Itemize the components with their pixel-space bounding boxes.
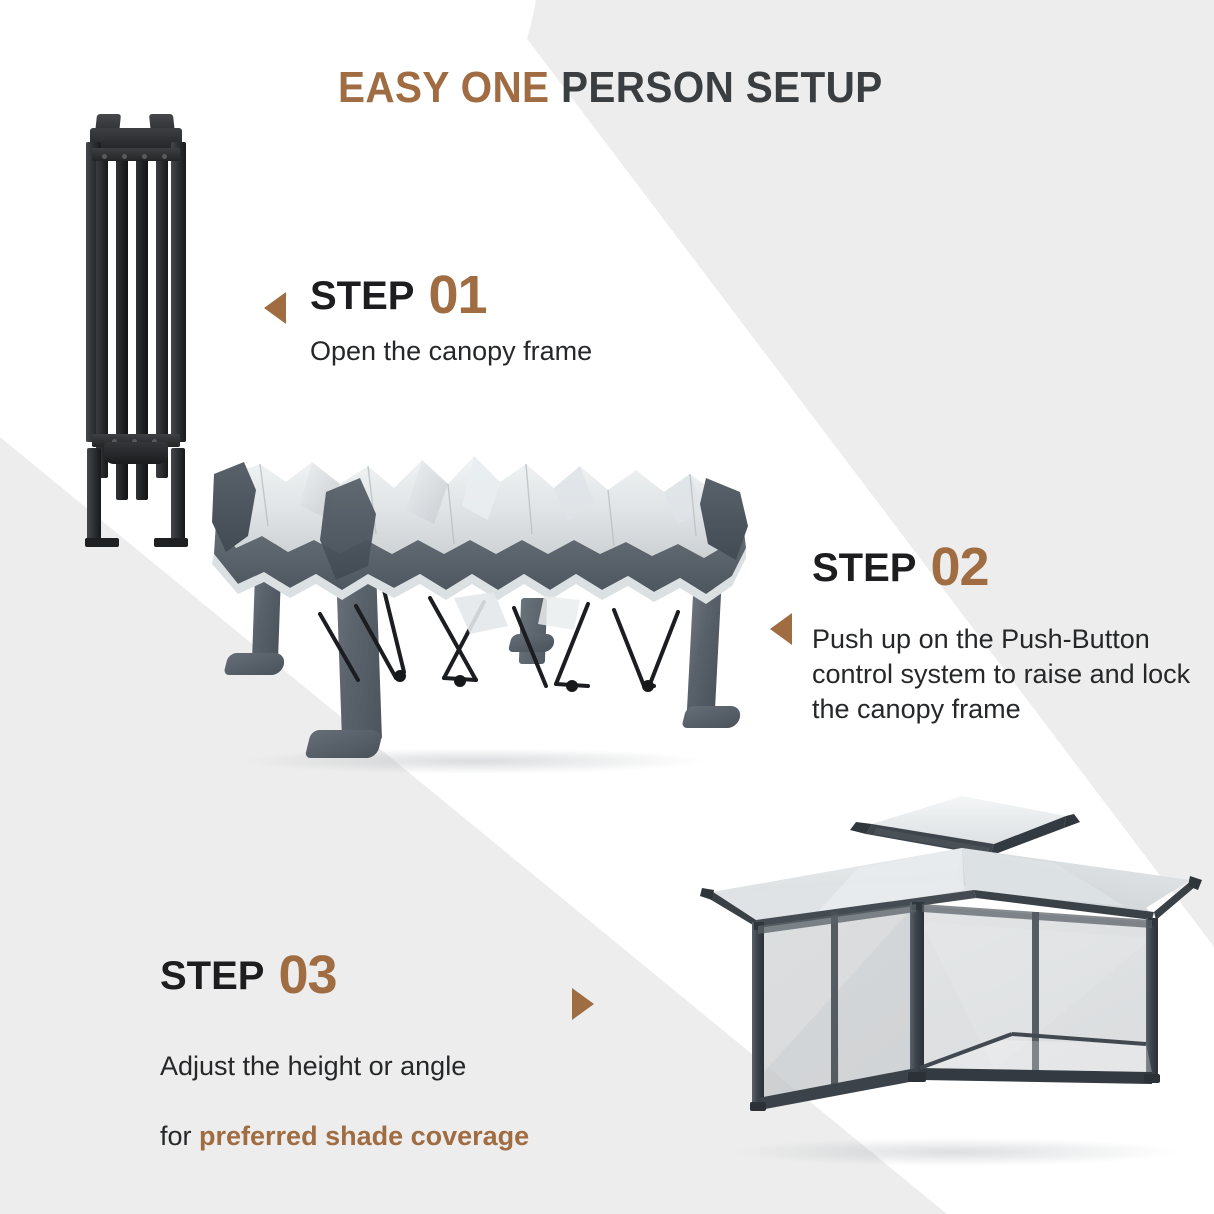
frame-rivet <box>102 154 107 159</box>
step-02-description: Push up on the Push-Button control syste… <box>812 624 1191 725</box>
step-02-block: STEP 02 Push up on the Push-Button contro… <box>812 540 1190 727</box>
step-03-description-line-1: Adjust the height or angle <box>160 1051 467 1082</box>
step-02-number: 02 <box>930 537 989 597</box>
step-01-description: Open the canopy frame <box>310 336 593 366</box>
frame-center-hub <box>104 442 168 464</box>
step-01-label: STEP <box>310 274 415 318</box>
half-open-gazebo-image <box>208 448 748 788</box>
step-02-label: STEP <box>812 546 917 590</box>
frame-foot-right <box>154 538 188 547</box>
step-01-heading: STEP 01 <box>310 268 592 322</box>
page-title-plain: PERSON SETUP <box>549 63 883 112</box>
step-03-heading: STEP 03 <box>160 948 529 1002</box>
frame-rivet <box>112 439 117 444</box>
frame-rivet <box>132 439 137 444</box>
step-02-heading: STEP 02 <box>812 540 1190 594</box>
step-03-arrow-triangle-right-icon <box>572 988 594 1020</box>
frame-pole-2 <box>116 152 128 500</box>
frame-outer-pole-right <box>171 142 186 442</box>
half-gazebo-draped-canopy <box>212 456 748 634</box>
frame-pole-3 <box>136 152 148 500</box>
step-01-number: 01 <box>428 265 487 325</box>
half-gazebo-foot-bag-left <box>223 653 287 675</box>
frame-rivet <box>122 154 127 159</box>
frame-rivet <box>162 154 167 159</box>
half-gazebo-foot-bag-front <box>304 730 384 758</box>
half-gazebo-foot-bag-right <box>681 706 743 728</box>
folded-canopy-frame-image <box>84 112 188 547</box>
full-gazebo-ground-shadow <box>734 1138 1174 1166</box>
page-title-accent: EASY ONE <box>338 63 550 112</box>
frame-foot-left <box>85 538 119 547</box>
full-gazebo-drawing <box>700 796 1202 1111</box>
frame-rivet <box>152 439 157 444</box>
step-03-description-highlight: preferred shade coverage <box>199 1121 530 1152</box>
step-03-description-prefix: for <box>160 1121 200 1152</box>
step-03-description: Adjust the height or angle for preferred… <box>160 1014 529 1189</box>
assembled-gazebo-with-mesh-image <box>694 772 1210 1172</box>
step-01-arrow-triangle-left-icon <box>264 292 286 324</box>
step-03-number: 03 <box>278 945 337 1005</box>
step-03-block: STEP 03 Adjust the height or angle for pr… <box>160 948 529 1189</box>
frame-brace-top <box>92 148 180 161</box>
frame-rivet <box>142 154 147 159</box>
frame-leg-left <box>87 448 101 544</box>
step-01-block: STEP 01 Open the canopy frame <box>310 268 592 369</box>
frame-pole-1 <box>96 152 108 478</box>
frame-pole-4 <box>156 152 168 478</box>
step-03-label: STEP <box>160 954 265 998</box>
step-02-arrow-triangle-left-icon <box>770 613 792 645</box>
frame-leg-right <box>171 448 185 544</box>
step-03-description-line-2: for preferred shade coverage <box>160 1119 529 1154</box>
page-title: EASY ONE PERSON SETUP <box>338 63 883 113</box>
